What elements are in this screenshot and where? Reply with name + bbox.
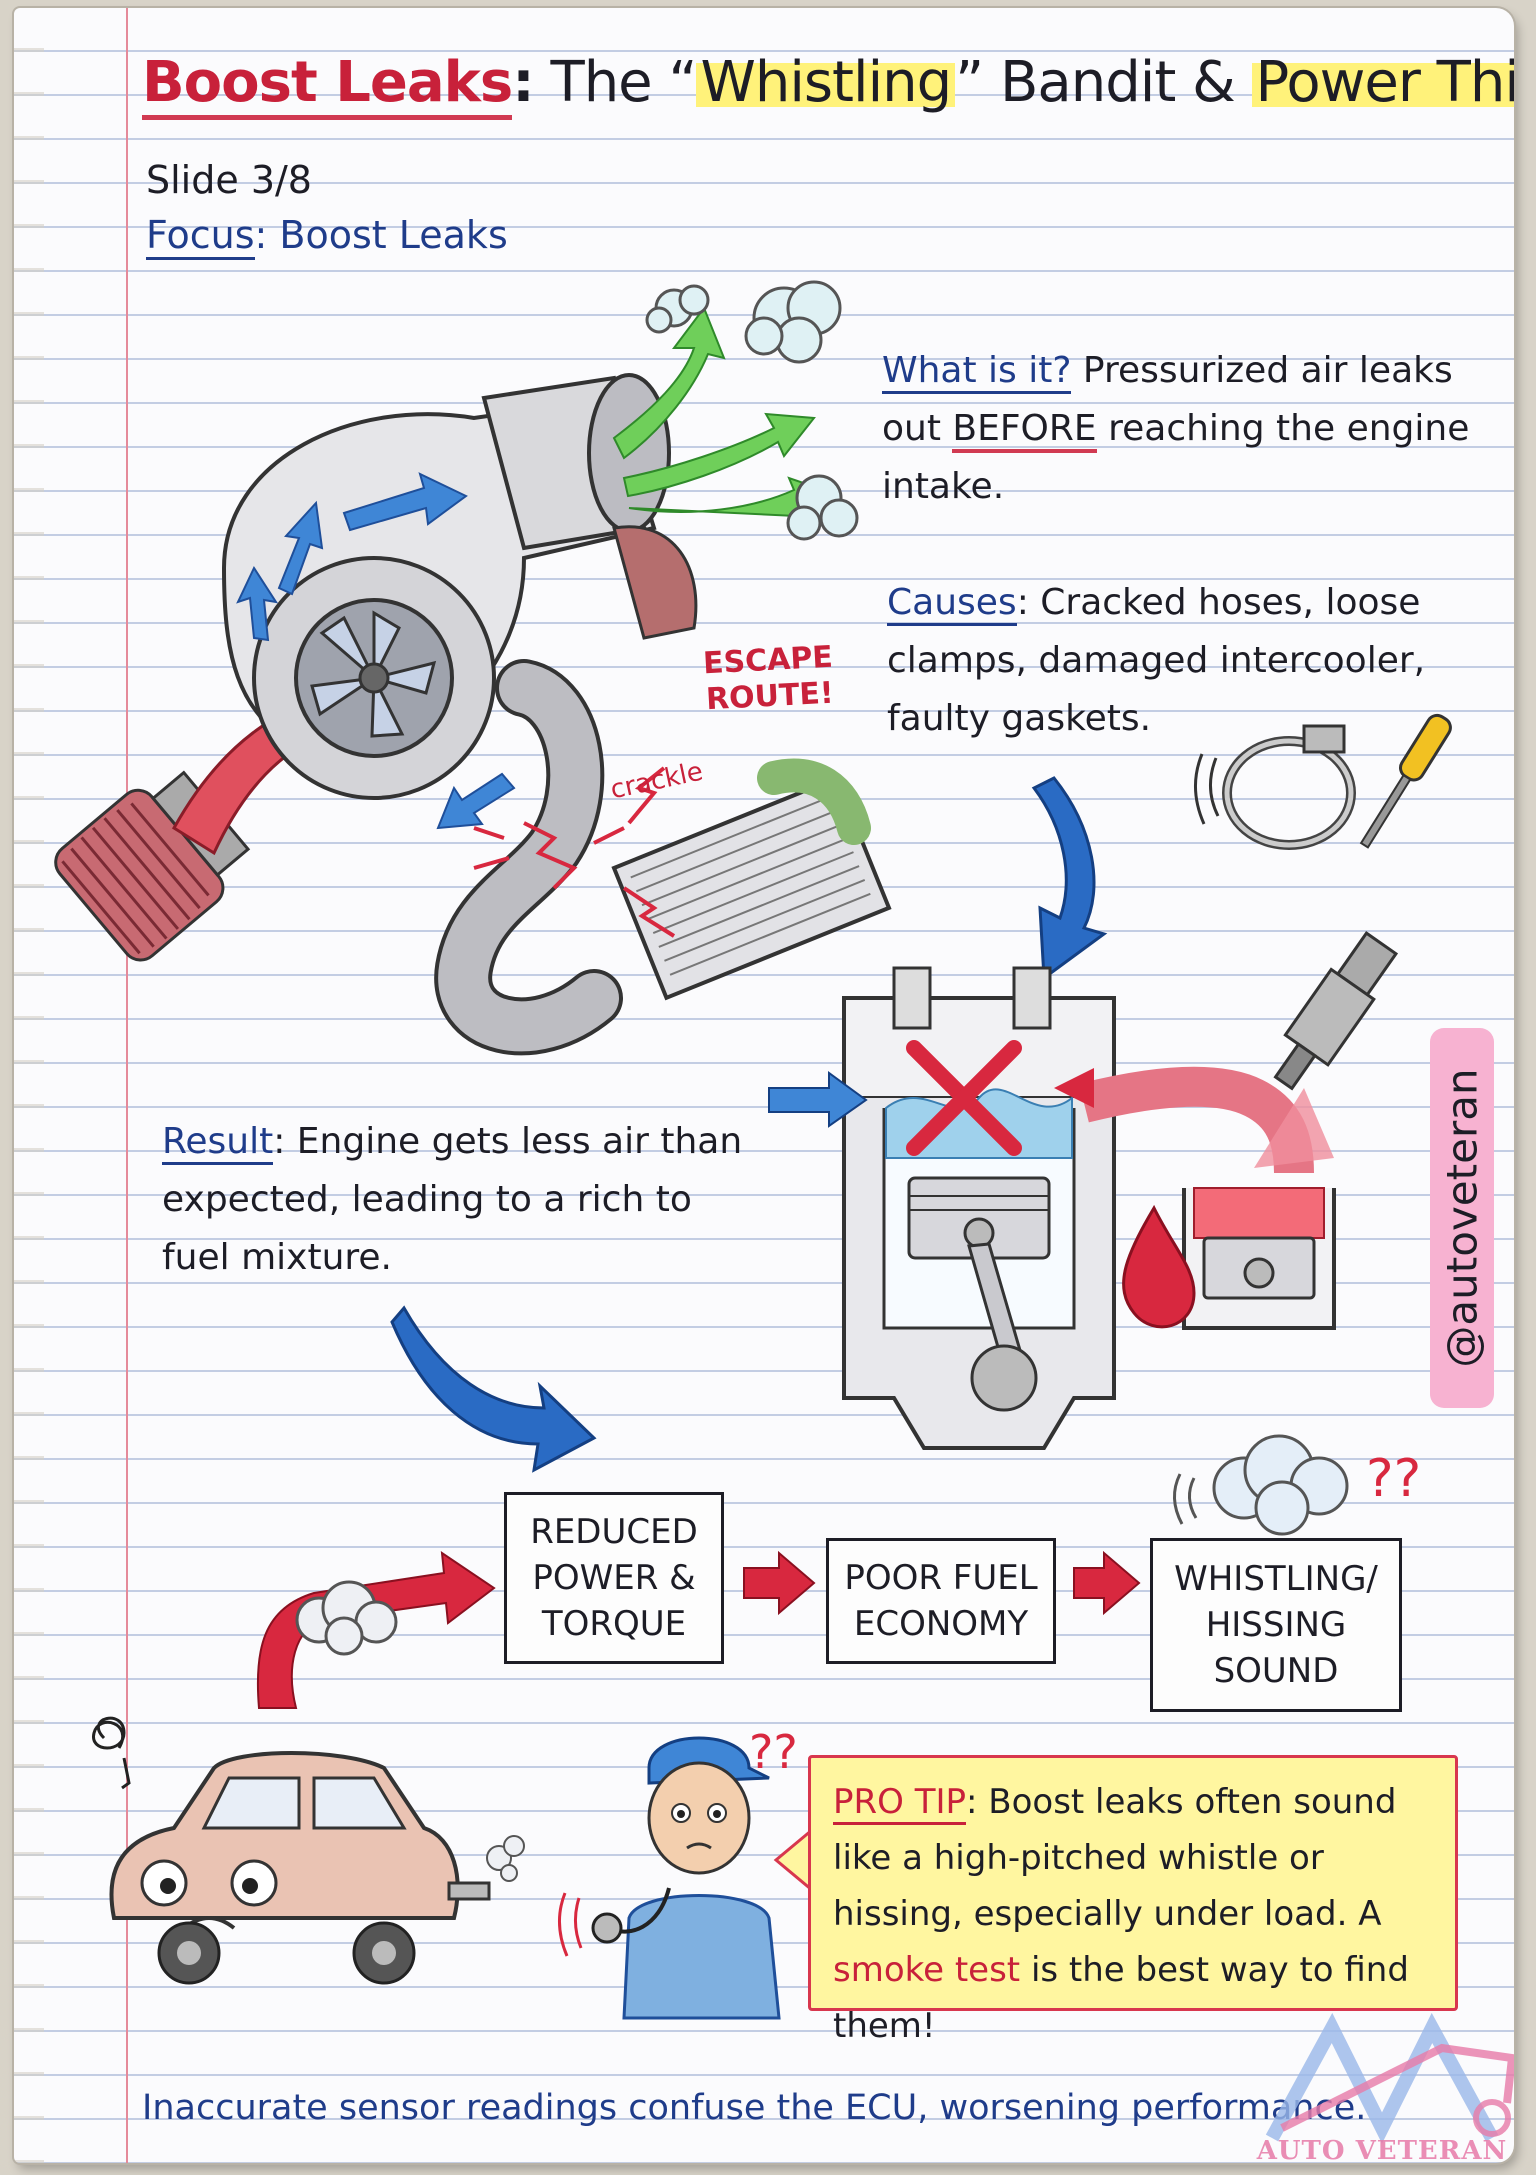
escaping-air-arrows	[612, 305, 826, 518]
page-title: Boost Leaks: The “Whistling” Bandit & Po…	[142, 50, 1514, 120]
author-handle-tag: @autoveteran	[1430, 1028, 1494, 1408]
piston-icon	[907, 1176, 1051, 1412]
charge-pipe	[434, 659, 623, 1056]
what-is-it-text: What is it? Pressurized air leaks out BE…	[882, 342, 1482, 516]
fuel-spray	[1254, 1088, 1334, 1168]
pro-tip-text-part2: is the best way to find them!	[833, 1950, 1409, 2046]
smoke-puff-icon	[295, 1580, 398, 1656]
causes-text: Causes: Cracked hoses, loose clamps, dam…	[887, 574, 1487, 748]
effect-box-reduced-power: REDUCED POWER & TORQUE	[504, 1492, 724, 1664]
title-part1: Boost Leaks	[142, 50, 513, 120]
before-emphasis: BEFORE	[952, 408, 1097, 453]
title-part2: The “	[550, 50, 697, 115]
margin-line	[126, 8, 128, 2163]
focus-sep: :	[254, 213, 280, 257]
intake-blue-arrow-icon	[768, 1071, 868, 1128]
pro-tip-label: PRO TIP	[833, 1782, 966, 1825]
title-colon: :	[512, 50, 534, 115]
turbo-illustration	[54, 280, 892, 1056]
intercooler-icon	[611, 775, 892, 1001]
hose-clamp-icon	[1193, 724, 1356, 850]
page-left-edge	[14, 8, 44, 2163]
notebook-page: Boost Leaks: The “Whistling” Bandit & Po…	[14, 8, 1514, 2163]
auto-veteran-logo-text: AUTO VETERAN	[1256, 2136, 1508, 2163]
valve-springs	[892, 966, 1052, 1030]
sad-car-illustration	[92, 1716, 525, 1985]
svg-text:??: ??	[1366, 1449, 1421, 1509]
crack-burst-icon	[473, 766, 676, 938]
focus-label: Focus	[146, 213, 255, 260]
arrow-to-engine-icon	[1031, 776, 1108, 981]
effect-box-whistling-sound: WHISTLING/ HISSING SOUND	[1150, 1538, 1402, 1712]
effect-box-poor-fuel-economy: POOR FUEL ECONOMY	[826, 1538, 1056, 1664]
title-part3: ” Bandit &	[955, 50, 1252, 115]
no-air-x-icon	[906, 1040, 1022, 1156]
intercooler-outlet-hose	[757, 758, 871, 845]
focus-value: Boost Leaks	[279, 213, 508, 257]
car-to-effects-arrow	[256, 1550, 496, 1709]
fuel-injector-icon	[1273, 931, 1399, 1091]
pro-tip-callout: PRO TIP: Boost leaks often sound like a …	[808, 1755, 1458, 2046]
pro-tip-text-part1: : Boost leaks often sound like a high-pi…	[833, 1782, 1397, 1934]
stress-scribble-icon	[92, 1716, 131, 1790]
what-is-it-label: What is it?	[882, 350, 1072, 394]
auto-veteran-logo	[1265, 2012, 1514, 2144]
result-label: Result	[162, 1121, 274, 1165]
engine-cutaway-illustration	[768, 931, 1399, 1450]
arrow-box2-to-box3	[1073, 1550, 1141, 1616]
result-body: : Engine gets less air than expected, le…	[162, 1121, 743, 1278]
mechanic-illustration: ??	[557, 1725, 798, 2020]
title-highlight-power-thief: Power Thief	[1251, 50, 1514, 115]
airflow-arrows	[236, 472, 516, 830]
confused-cloud-icon: ??	[1173, 1434, 1421, 1536]
air-puff-clouds	[645, 280, 859, 541]
what-text-part2: reaching the engine intake.	[882, 408, 1470, 507]
effect-chain-arrows: ??	[256, 1434, 1421, 1709]
arrow-box1-to-box2	[743, 1550, 816, 1616]
screwdriver-icon	[1359, 713, 1452, 849]
result-text: Result: Engine gets less air than expect…	[162, 1113, 752, 1287]
compressor-wheel-icon	[310, 610, 437, 738]
causes-label: Causes	[887, 582, 1017, 626]
svg-text:??: ??	[749, 1725, 798, 1779]
footer-note: Inaccurate sensor readings confuse the E…	[142, 2088, 1367, 2128]
causes-body: : Cracked hoses, loose clamps, damaged i…	[887, 582, 1426, 739]
arrow-to-effects-icon	[390, 1305, 597, 1473]
slide-number: Slide 3/8	[146, 158, 312, 202]
what-text-part1: Pressurized air leaks out	[882, 350, 1453, 449]
fuel-drop-icon	[1122, 1204, 1196, 1329]
clamp-and-screwdriver	[1193, 713, 1452, 850]
smoke-test-emphasis: smoke test	[833, 1950, 1021, 1990]
title-highlight-whistling: Whistling	[696, 50, 956, 115]
focus-line: Focus: Boost Leaks	[146, 213, 508, 260]
